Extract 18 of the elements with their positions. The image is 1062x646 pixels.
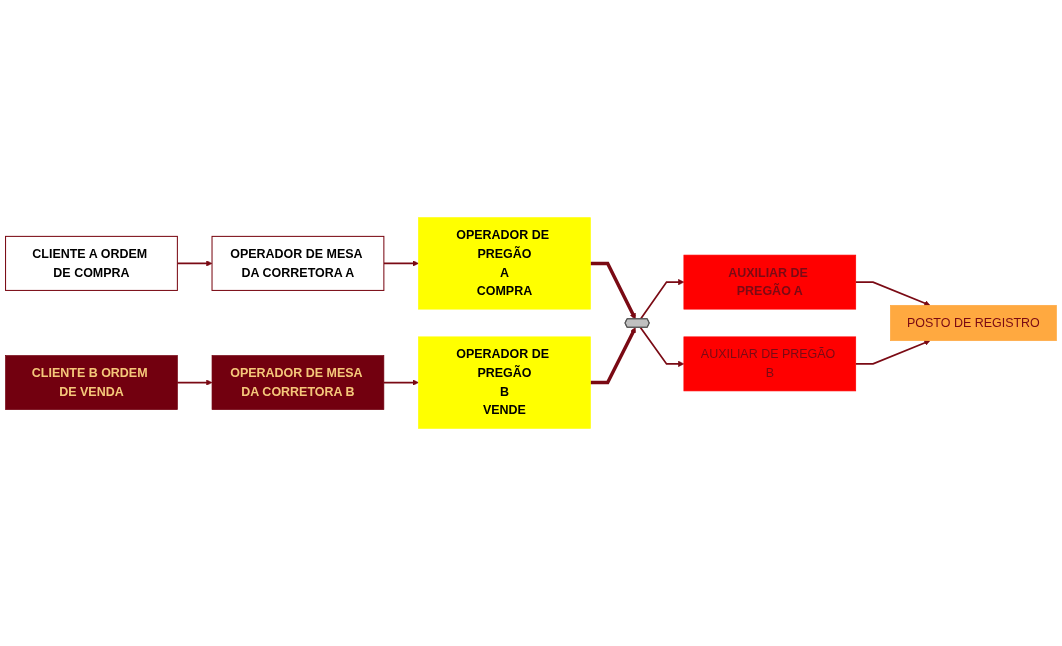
node-box: CLIENTE B ORDEM DE VENDA	[5, 355, 178, 410]
node-box: OPERADOR DE PREGÃO A COMPRA	[418, 217, 591, 310]
arrow	[590, 261, 636, 320]
node-box: AUXILIAR DE PREGÃO A	[683, 254, 857, 310]
node-box: OPERADOR DE MESA DA CORRETORA B	[211, 355, 385, 410]
arrow	[176, 379, 213, 386]
node-box: OPERADOR DE MESA DA CORRETORA A	[211, 235, 385, 291]
arrow	[854, 281, 931, 307]
arrow	[639, 326, 685, 367]
arrow	[639, 279, 685, 321]
arrow	[590, 327, 636, 385]
node-box: CLIENTE A ORDEM DE COMPRA	[5, 235, 178, 291]
node-box: AUXILIAR DE PREGÃO B	[683, 336, 857, 392]
arrow	[854, 339, 931, 365]
node-box: POSTO DE REGISTRO	[890, 305, 1057, 341]
node-box: OPERADOR DE PREGÃO B VENDE	[418, 336, 591, 429]
arrow	[383, 260, 419, 267]
arrow	[383, 379, 419, 386]
